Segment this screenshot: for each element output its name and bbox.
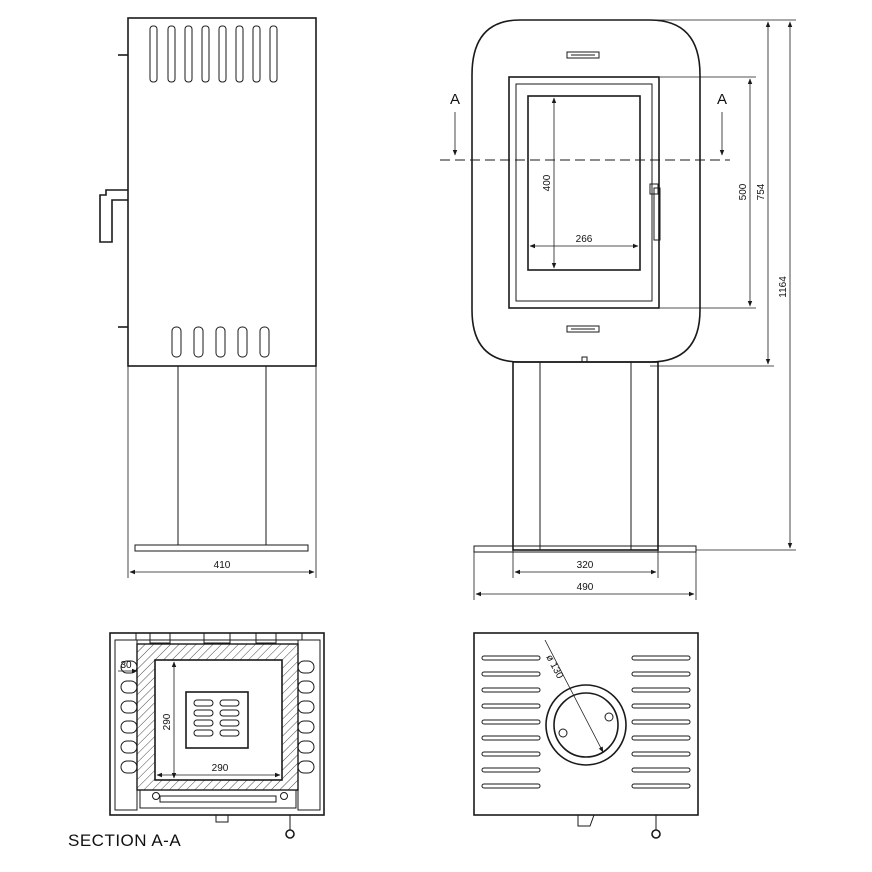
flue-collar-inner [553,692,619,758]
side-view: 410 [99,17,317,578]
front-base-plate [473,545,697,553]
section-grate-slots [193,699,240,737]
side-top-vents [149,25,278,83]
door-height-label: 500 [738,183,749,200]
front-pedestal-inner [539,361,632,551]
flue-bolt-right [604,712,614,722]
section-left-vents [120,660,138,774]
top-left-slots [481,655,541,789]
front-glass [527,95,641,271]
section-right-panel [297,639,321,811]
front-top-handle [566,51,600,59]
front-body-outline [471,19,701,363]
section-knob [285,829,295,839]
top-knob [651,829,661,839]
top-view-outline [473,632,699,816]
glass-height-label: 400 [542,174,553,191]
body-height-label: 754 [756,183,767,200]
leg-width-label: 320 [577,560,594,571]
flue-collar-outer [545,684,627,766]
front-door [508,76,660,309]
section-bottom-handle [215,815,229,823]
total-height-label: 1164 [778,276,789,298]
glass-width-label: 266 [576,234,593,245]
flue-diameter-label: ø 130 [543,653,565,681]
front-bottom-handle [566,325,600,333]
side-body-outline [127,17,317,367]
chamber-width-label: 290 [212,763,229,774]
section-door [139,789,297,809]
section-view: 30 290 290 SECTION A-A [68,632,325,850]
top-right-slots [631,655,691,789]
top-bottom-handle [577,814,595,827]
flue-diameter-leader [544,639,604,753]
front-door-inner [515,83,653,302]
side-width-label: 410 [214,560,231,571]
section-right-vents [297,660,315,774]
section-marker-left: A [450,91,460,108]
front-door-handle [653,187,661,241]
chamber-height-label: 290 [162,713,173,730]
top-view: ø 130 [473,632,699,839]
section-title: SECTION A-A [68,831,181,850]
flue-bolt-left [558,728,568,738]
section-marker-right: A [717,91,727,108]
front-view: A A 400 266 500 754 1164 320 [440,19,796,600]
side-door-handle [99,189,128,243]
front-width-label: 490 [577,582,594,593]
side-lower-vents [171,326,270,358]
section-wall-label: 30 [120,660,132,671]
front-pedestal [512,361,659,551]
side-pedestal [177,365,267,546]
side-base-plate [134,544,309,552]
section-grate [185,691,249,749]
